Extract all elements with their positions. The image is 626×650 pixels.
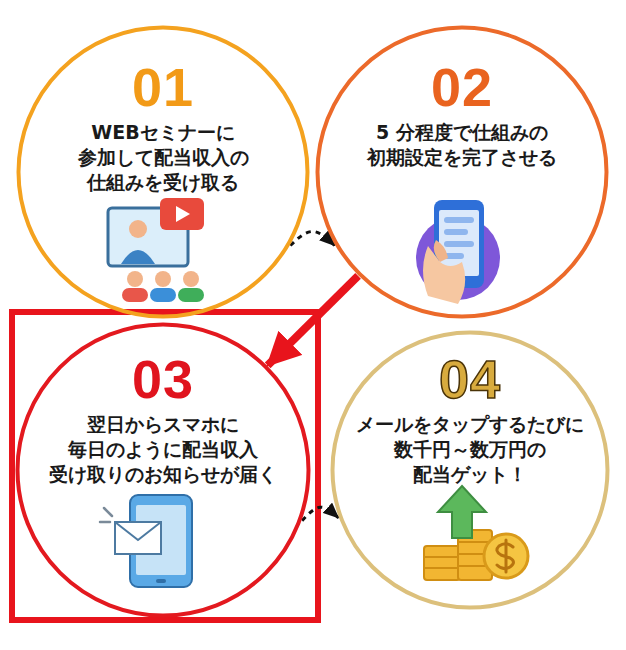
step-text: 5 分程度で仕組みの 初期設定を完了させる <box>362 120 562 170</box>
phone-hand-icon <box>444 217 474 223</box>
step-number: 02 <box>431 60 493 114</box>
circle-outline <box>18 325 309 616</box>
coins-icon <box>424 546 460 580</box>
webinar-icon <box>176 206 190 222</box>
step-number: 01 <box>132 60 194 114</box>
coins-icon <box>424 567 460 569</box>
step-circle: 04 メールをタップするたびに 数千円～数万円の 配当ゲット！ <box>330 330 610 610</box>
dashed-arrow <box>302 507 338 520</box>
coins-icon <box>424 556 460 558</box>
mail-phone-icon <box>115 522 161 554</box>
phone-hand-icon <box>434 240 448 262</box>
webinar-icon <box>155 271 171 287</box>
webinar-icon <box>183 271 199 287</box>
coins-icon <box>438 486 486 538</box>
step-text: 翌日からスマホに 毎日のように配当収入 受け取りのお知らせが届く <box>44 412 282 487</box>
coins-icon <box>484 534 528 578</box>
phone-hand-icon <box>444 241 474 247</box>
step-circle: 03 翌日からスマホに 毎日のように配当収入 受け取りのお知らせが届く <box>15 322 311 618</box>
coins-icon <box>424 486 528 580</box>
webinar-icon <box>127 271 143 287</box>
circle-outline <box>19 28 308 317</box>
mail-phone-icon <box>115 522 161 540</box>
phone-hand-icon <box>416 200 500 304</box>
mail-phone-icon <box>156 579 166 583</box>
webinar-icon <box>108 198 204 302</box>
step-circle: 01WEBセミナーに 参加して配当収入の 仕組みを受け取る <box>16 25 310 319</box>
step-number: 03 <box>132 352 194 406</box>
coins-icon <box>497 540 514 572</box>
phone-hand-icon <box>444 229 468 235</box>
webinar-icon <box>129 220 147 238</box>
webinar-icon <box>160 198 204 230</box>
flow-arrow <box>268 276 358 365</box>
circle-outline <box>318 28 607 317</box>
webinar-icon <box>150 288 176 302</box>
step-circle: 02 5 分程度で仕組みの 初期設定を完了させる <box>315 25 609 319</box>
webinar-icon <box>122 288 148 302</box>
mail-phone-icon <box>100 521 110 524</box>
step-text: WEBセミナーに 参加して配当収入の 仕組みを受け取る <box>73 120 254 195</box>
step-number: 04 <box>439 352 501 406</box>
step-text: メールをタップするたびに 数千円～数万円の 配当ゲット！ <box>351 412 589 487</box>
webinar-icon <box>121 250 155 264</box>
dashed-arrow <box>290 232 334 246</box>
mail-phone-icon <box>104 508 112 516</box>
mail-phone-icon <box>100 495 192 587</box>
circle-outline <box>333 333 608 608</box>
webinar-icon <box>178 288 204 302</box>
